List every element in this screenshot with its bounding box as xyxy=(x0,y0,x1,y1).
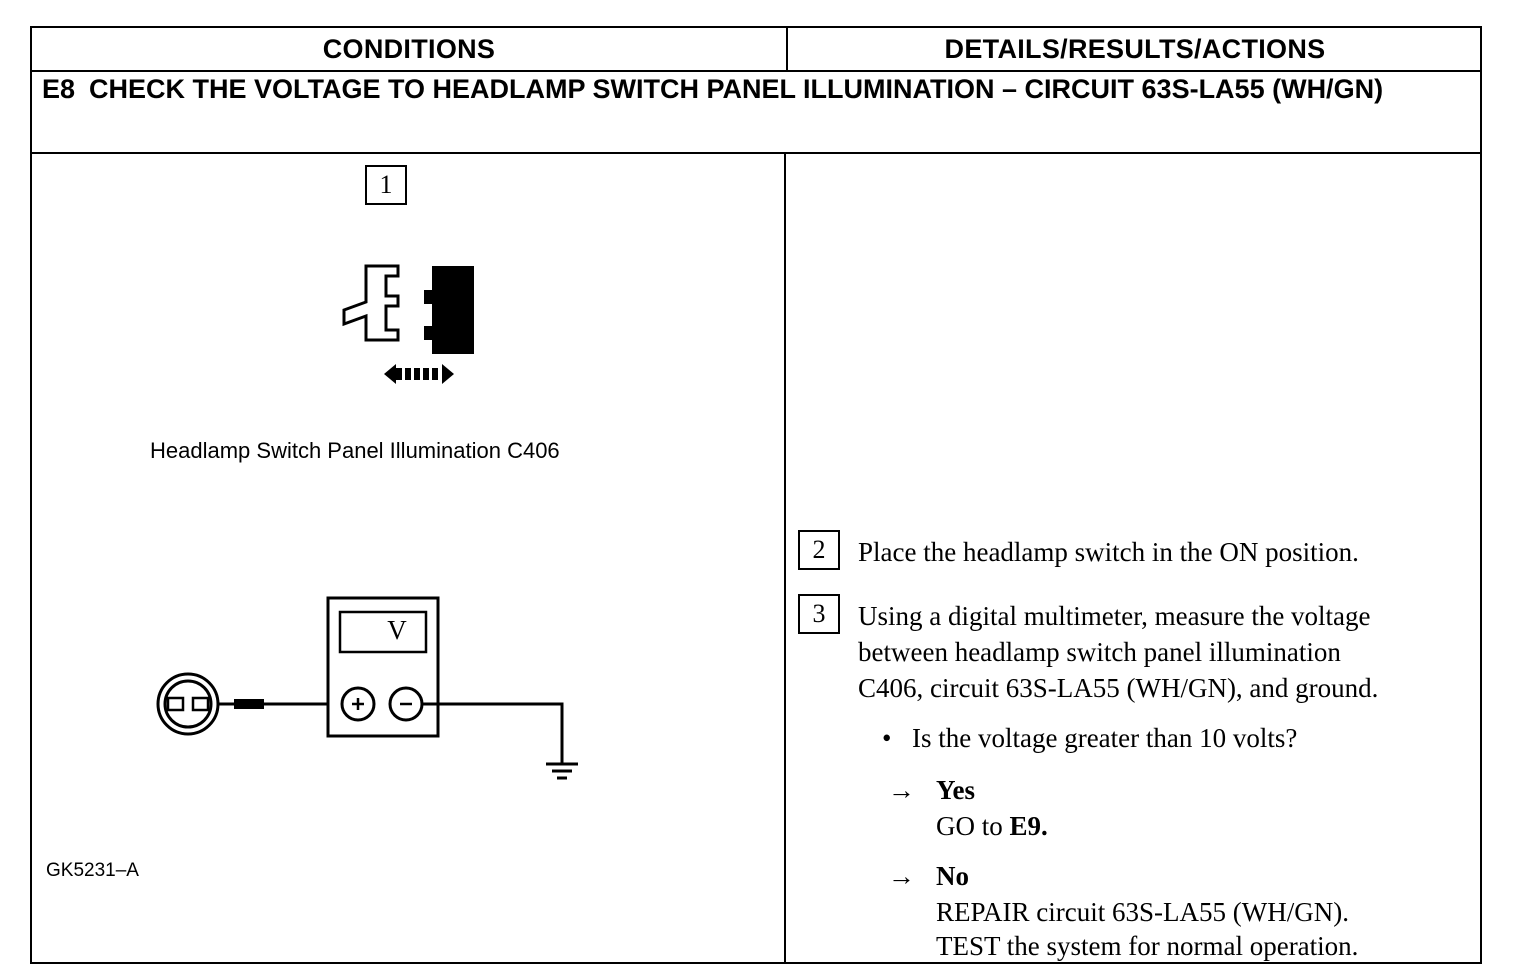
step-3-line-1: Using a digital multimeter, measure the … xyxy=(858,601,1371,631)
yes-action-target: E9. xyxy=(1009,811,1048,841)
step-3-line-2: between headlamp switch panel illuminati… xyxy=(858,637,1341,667)
bullet-icon: • xyxy=(882,723,892,753)
connector-disconnect-icon xyxy=(342,264,474,384)
test-code: E8 xyxy=(42,74,76,104)
table-header-row: CONDITIONS DETAILS/RESULTS/ACTIONS xyxy=(32,28,1480,72)
test-title: E8 CHECK THE VOLTAGE TO HEADLAMP SWITCH P… xyxy=(42,74,1462,105)
question-text: Is the voltage greater than 10 volts? xyxy=(912,723,1298,753)
conditions-header: CONDITIONS xyxy=(32,28,788,70)
column-divider xyxy=(784,152,786,964)
details-header: DETAILS/RESULTS/ACTIONS xyxy=(944,33,1326,64)
diagnostic-table: CONDITIONS DETAILS/RESULTS/ACTIONS E8 CHE… xyxy=(30,26,1482,964)
step-2-text: Place the headlamp switch in the ON posi… xyxy=(858,537,1359,567)
no-action-line-1: REPAIR circuit 63S-LA55 (WH/GN). xyxy=(936,897,1349,927)
arrow-right-icon: → xyxy=(888,861,915,891)
title-divider xyxy=(32,152,1480,154)
step-2-box: 2 xyxy=(798,530,840,570)
multimeter-icon xyxy=(156,596,578,780)
arrow-right-icon: → xyxy=(888,775,915,805)
no-action-line-2: TEST the system for normal operation. xyxy=(936,931,1359,961)
test-title-text: CHECK THE VOLTAGE TO HEADLAMP SWITCH PAN… xyxy=(89,74,1384,104)
yes-label: Yes xyxy=(936,775,975,805)
meter-display-label: V xyxy=(387,615,407,645)
connector-caption: Headlamp Switch Panel Illumination C406 xyxy=(150,438,560,463)
figure-code: GK5231–A xyxy=(46,860,139,881)
yes-action-prefix: GO to xyxy=(936,811,1010,841)
step-3-line-3: C406, circuit 63S-LA55 (WH/GN), and grou… xyxy=(858,673,1379,703)
yes-action: GO to E9. xyxy=(936,808,1048,844)
step-3-box: 3 xyxy=(798,594,840,634)
no-label: No xyxy=(936,861,969,891)
step-1-box: 1 xyxy=(365,165,407,205)
